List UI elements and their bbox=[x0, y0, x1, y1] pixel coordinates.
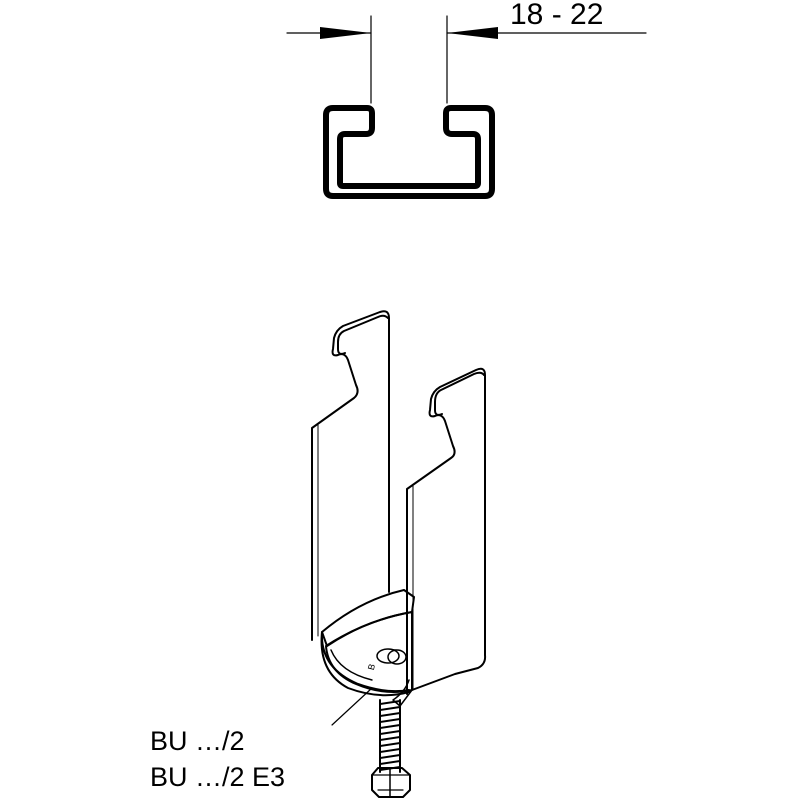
clamp-drawing: B bbox=[311, 310, 487, 798]
svg-text:B: B bbox=[366, 663, 377, 671]
saddle-plate bbox=[325, 611, 413, 693]
dimension-arrow-right bbox=[447, 27, 498, 39]
saddle-bolt: B bbox=[366, 648, 407, 671]
clamp-rear-arm bbox=[311, 310, 390, 641]
dimension-arrow-left bbox=[320, 27, 371, 39]
dimension-value: 18 - 22 bbox=[510, 0, 603, 31]
c-profile-rail-section bbox=[323, 105, 495, 199]
saddle-lip bbox=[392, 679, 413, 707]
saddle-curve bbox=[330, 649, 373, 681]
dimension-annotation: 18 - 22 bbox=[286, 0, 647, 104]
label-leader-line bbox=[331, 687, 373, 726]
product-label-1: BU …/2 bbox=[150, 726, 245, 756]
product-label-2: BU …/2 E3 bbox=[150, 762, 286, 792]
front-arm-base bbox=[411, 654, 487, 691]
bolt-thread bbox=[379, 700, 401, 771]
clamp-front-arm bbox=[406, 367, 486, 695]
hex-nut bbox=[371, 767, 411, 798]
saddle-plate-back bbox=[321, 589, 415, 647]
threaded-bolt bbox=[379, 699, 401, 773]
